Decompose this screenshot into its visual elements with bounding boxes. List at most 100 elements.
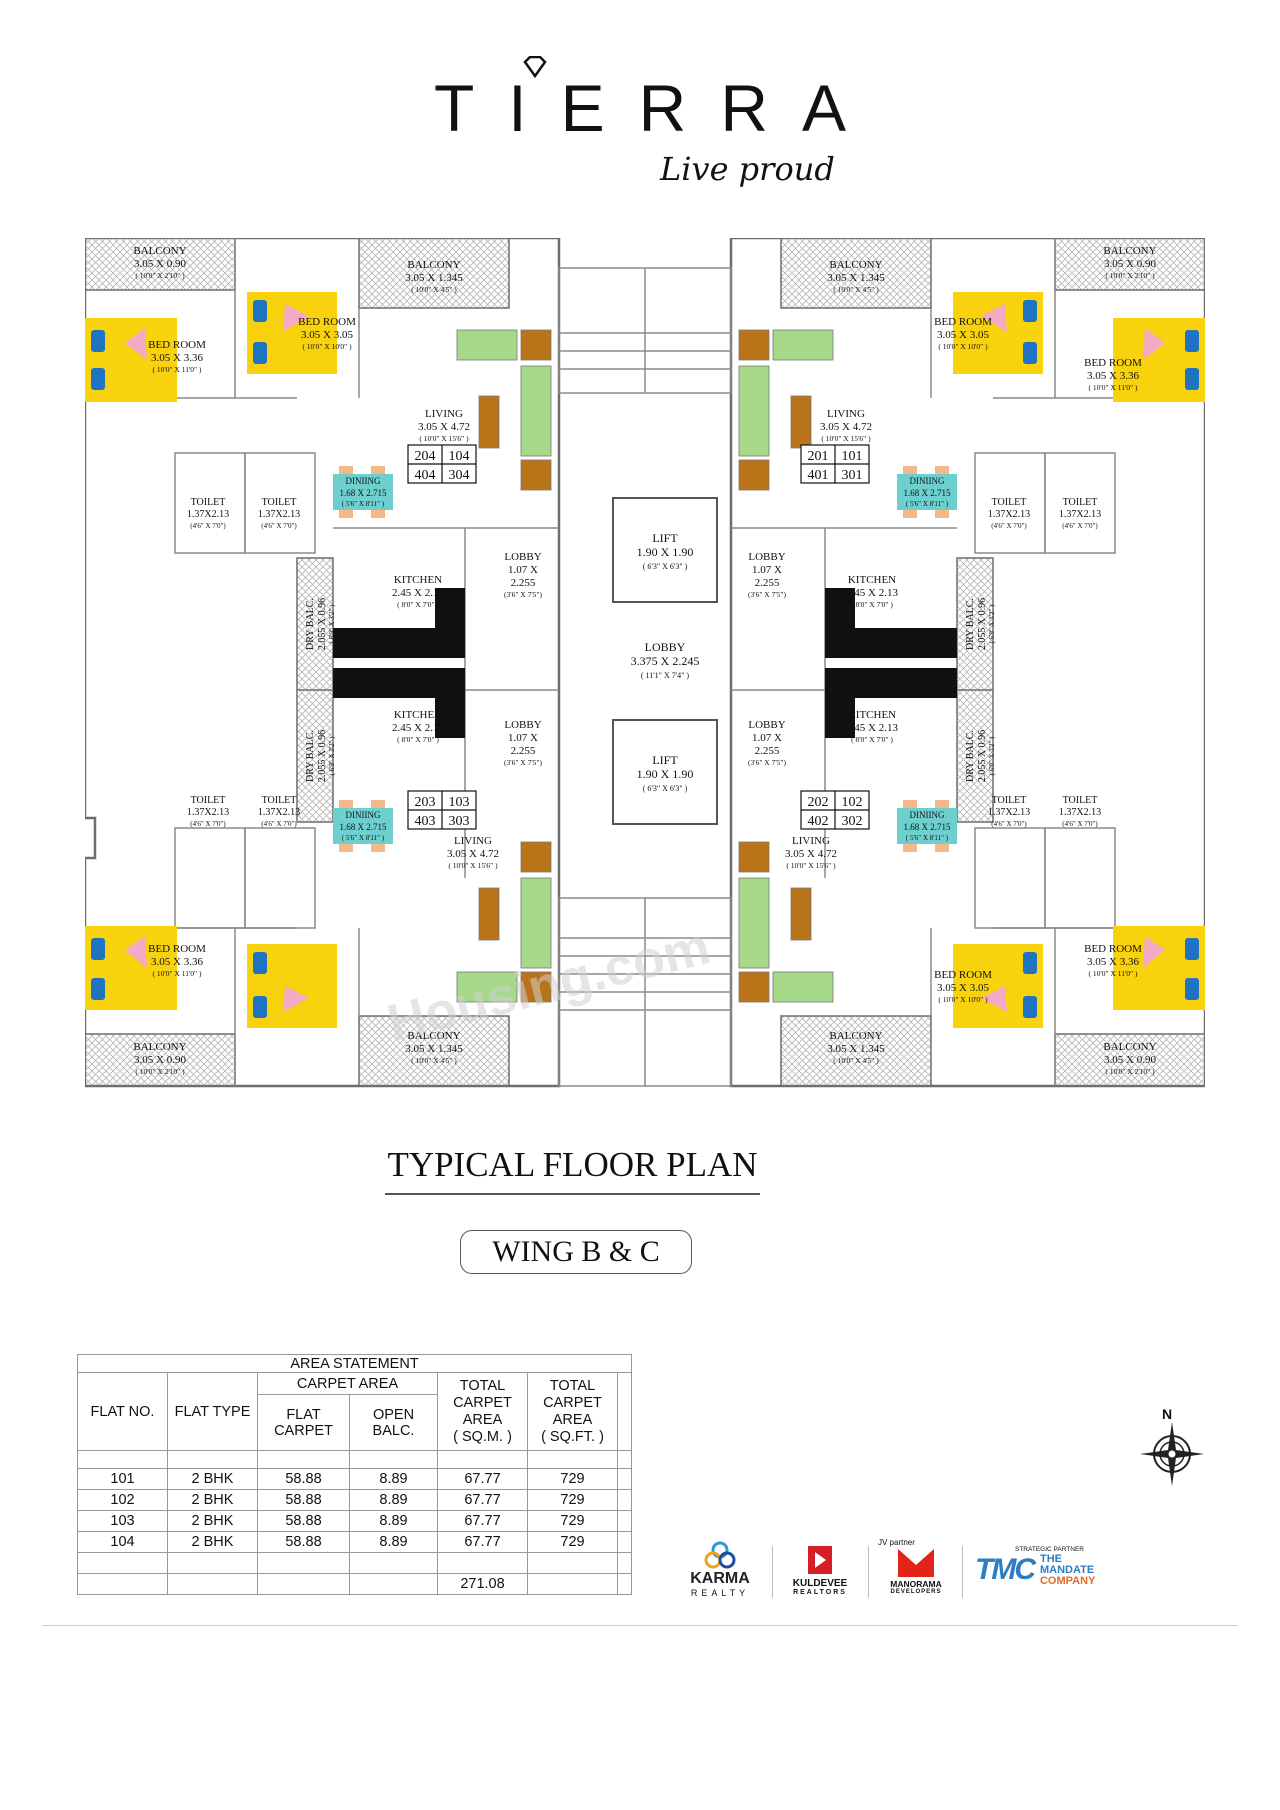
plan-label-units-0-kitchen-name: KITCHEN <box>394 574 442 586</box>
table-cell-empty <box>617 1510 632 1532</box>
kuldevee-logo: KULDEVEE REALTORS <box>782 1546 858 1596</box>
plan-label-units-1-bed-a-imp: ( 10'0" X 11'0" ) <box>1089 383 1138 392</box>
table-cell: 729 <box>527 1489 618 1511</box>
plan-label-units-3-bed-a-imp: ( 10'0" X 11'0" ) <box>1089 969 1138 978</box>
manorama-sub: DEVELOPERS <box>890 1589 942 1595</box>
plan-label-units-0-flats-row1-0: 204 <box>415 449 436 464</box>
balcony-br-large <box>780 1015 932 1087</box>
header-flat-type: FLAT TYPE <box>167 1372 258 1451</box>
text-label: CARPET <box>274 1422 333 1439</box>
footer-rule <box>42 1625 1238 1626</box>
lift-bottom-dim: 1.90 X 1.90 <box>637 767 694 781</box>
balcony-tr-large <box>780 238 932 309</box>
text-label: BALC. <box>372 1422 415 1439</box>
table-cell-empty <box>527 1573 618 1595</box>
stair-core <box>558 267 732 1087</box>
plan-label-units-0-balcony-small-imp: ( 10'0" X 2'10" ) <box>135 271 185 280</box>
plan-label-units-1-dry-dim: 2.055 X 0.96 <box>977 598 988 650</box>
plan-label-units-0-bed-a-name: BED ROOM <box>148 339 206 351</box>
beds <box>85 292 1205 1028</box>
table-cell: 101 <box>77 1468 168 1490</box>
plan-label-units-2-toilet-a-imp: (4'6" X 7'0") <box>190 820 226 828</box>
plan-label-units-1-toilet-a-name: TOILET <box>992 497 1027 508</box>
plan-label-units-1-balcony-large-imp: ( 10'0" X 4'5" ) <box>833 285 879 294</box>
table-cell: 67.77 <box>437 1510 528 1532</box>
plan-label-units-3-toilet-b-dim: 1.37X2.13 <box>1059 807 1101 818</box>
balconies <box>85 238 1205 1087</box>
plan-label-units-1-dry-imp: ( 6'9" X 3'2" ) <box>988 604 996 644</box>
table-cell: 102 <box>77 1489 168 1511</box>
plan-label-units-3-dry-name: DRY BALC. <box>965 730 976 782</box>
lift-top-dim: 1.90 X 1.90 <box>637 545 694 559</box>
plan-label-units-3-living-imp: ( 10'0" X 15'6" ) <box>786 861 836 870</box>
plan-label-units-3-balcony-large-dim: 3.05 X 1.345 <box>827 1043 885 1055</box>
table-cell-empty <box>349 1552 438 1574</box>
plan-label-units-2-balcony-large-imp: ( 10'0" X 4'5" ) <box>411 1056 457 1065</box>
manorama-name: MANORAMA <box>890 1579 942 1589</box>
dry-balcony-tr <box>956 557 994 691</box>
plan-label-units-3-balcony-large-imp: ( 10'0" X 4'5" ) <box>833 1056 879 1065</box>
plan-label-units-2-flats-row2-1: 303 <box>449 814 470 829</box>
table-cell: 729 <box>527 1468 618 1490</box>
plan-label-units-3-dining-imp: ( 5'6" X 8'11" ) <box>906 834 949 842</box>
lift-top <box>612 497 718 603</box>
plan-label-units-0-lobby-imp: (3'6" X 7'5") <box>504 590 542 599</box>
plan-label-units-1-bed-a-dim: 3.05 X 3.36 <box>1087 370 1139 382</box>
plan-label-units-2-kitchen-imp: ( 8'0" X 7'0" ) <box>397 735 439 744</box>
table-cell-empty <box>617 1531 632 1553</box>
plan-label-units-2-balcony-small-name: BALCONY <box>133 1041 186 1053</box>
table-cell: 2 BHK <box>167 1510 258 1532</box>
plan-label-units-2-dining-dim: 1.68 X 2.715 <box>340 822 387 832</box>
lift-bottom-imp: ( 6'3" X 6'3" ) <box>643 784 688 793</box>
total-sqm: 271.08 <box>437 1573 528 1595</box>
kitchen-counters <box>333 588 957 738</box>
plan-label-units-1-toilet-b-imp: (4'6" X 7'0") <box>1062 522 1098 530</box>
table-cell: 8.89 <box>349 1468 438 1490</box>
left-wing-outline <box>85 238 561 1088</box>
plan-label-units-0-bed-b-name: BED ROOM <box>298 316 356 328</box>
table-cell-empty <box>257 1552 350 1574</box>
text-label: AREA <box>552 1411 593 1428</box>
plan-label-units-0-flats-row2-0: 404 <box>415 468 436 483</box>
plan-label-units-0-toilet-b-imp: (4'6" X 7'0") <box>261 522 297 530</box>
table-cell: 67.77 <box>437 1489 528 1511</box>
kuldevee-sub: REALTORS <box>793 1589 847 1596</box>
plan-label-units-3-dining-name: DINIING <box>910 810 945 820</box>
plan-label-units-0-kitchen-imp: ( 8'0" X 7'0" ) <box>397 600 439 609</box>
lift-top-imp: ( 6'3" X 6'3" ) <box>643 562 688 571</box>
kuldevee-mark-icon <box>808 1546 832 1574</box>
plan-label-units-2-balcony-small-dim: 3.05 X 0.90 <box>134 1054 186 1066</box>
table-cell: 729 <box>527 1531 618 1553</box>
plan-label-units-3-lobby-name: LOBBY <box>748 719 785 731</box>
plan-label-units-1-flats-row2-1: 301 <box>842 468 863 483</box>
plan-label-units-1-bed-a-name: BED ROOM <box>1084 357 1142 369</box>
plan-title: TYPICAL FLOOR PLAN <box>385 1145 760 1195</box>
karma-name: KARMA <box>690 1570 750 1587</box>
table-cell-empty <box>167 1450 258 1469</box>
plan-label-units-2-flats-row1-0: 203 <box>415 795 436 810</box>
plan-label-units-3-bed-a-dim: 3.05 X 3.36 <box>1087 956 1139 968</box>
plan-label-units-2-lobby-name: LOBBY <box>504 719 541 731</box>
table-cell: 8.89 <box>349 1510 438 1532</box>
plan-label-units-1-balcony-small-name: BALCONY <box>1103 245 1156 257</box>
table-cell-empty <box>77 1573 168 1595</box>
tmc-mark: TMC <box>975 1553 1036 1586</box>
plan-label-units-3-flats-row2-0: 402 <box>808 814 829 829</box>
tmc-line-1: THE <box>1039 1552 1062 1565</box>
plan-label-units-1-balcony-small-imp: ( 10'0" X 2'10" ) <box>1105 271 1155 280</box>
table-cell-empty <box>617 1489 632 1511</box>
table-cell: 58.88 <box>257 1510 350 1532</box>
plan-label-units-2-bed-a-imp: ( 10'0" X 11'0" ) <box>153 969 202 978</box>
table-cell-empty <box>349 1450 438 1469</box>
plan-label-units-0-bed-a-dim: 3.05 X 3.36 <box>151 352 203 364</box>
plan-label-units-0-bed-a-imp: ( 10'0" X 11'0" ) <box>153 365 202 374</box>
plan-label-units-0-bed-b-dim: 3.05 X 3.05 <box>301 329 353 341</box>
plan-label-units-2-kitchen-name: KITCHEN <box>394 709 442 721</box>
plan-label-units-2-dry-dim: 2.055 X 0.96 <box>317 730 328 782</box>
plan-label-units-1-living-name: LIVING <box>827 408 865 420</box>
table-cell-empty <box>527 1450 618 1469</box>
plan-label-units-1-lobby-dim2: 2.255 <box>755 577 780 589</box>
